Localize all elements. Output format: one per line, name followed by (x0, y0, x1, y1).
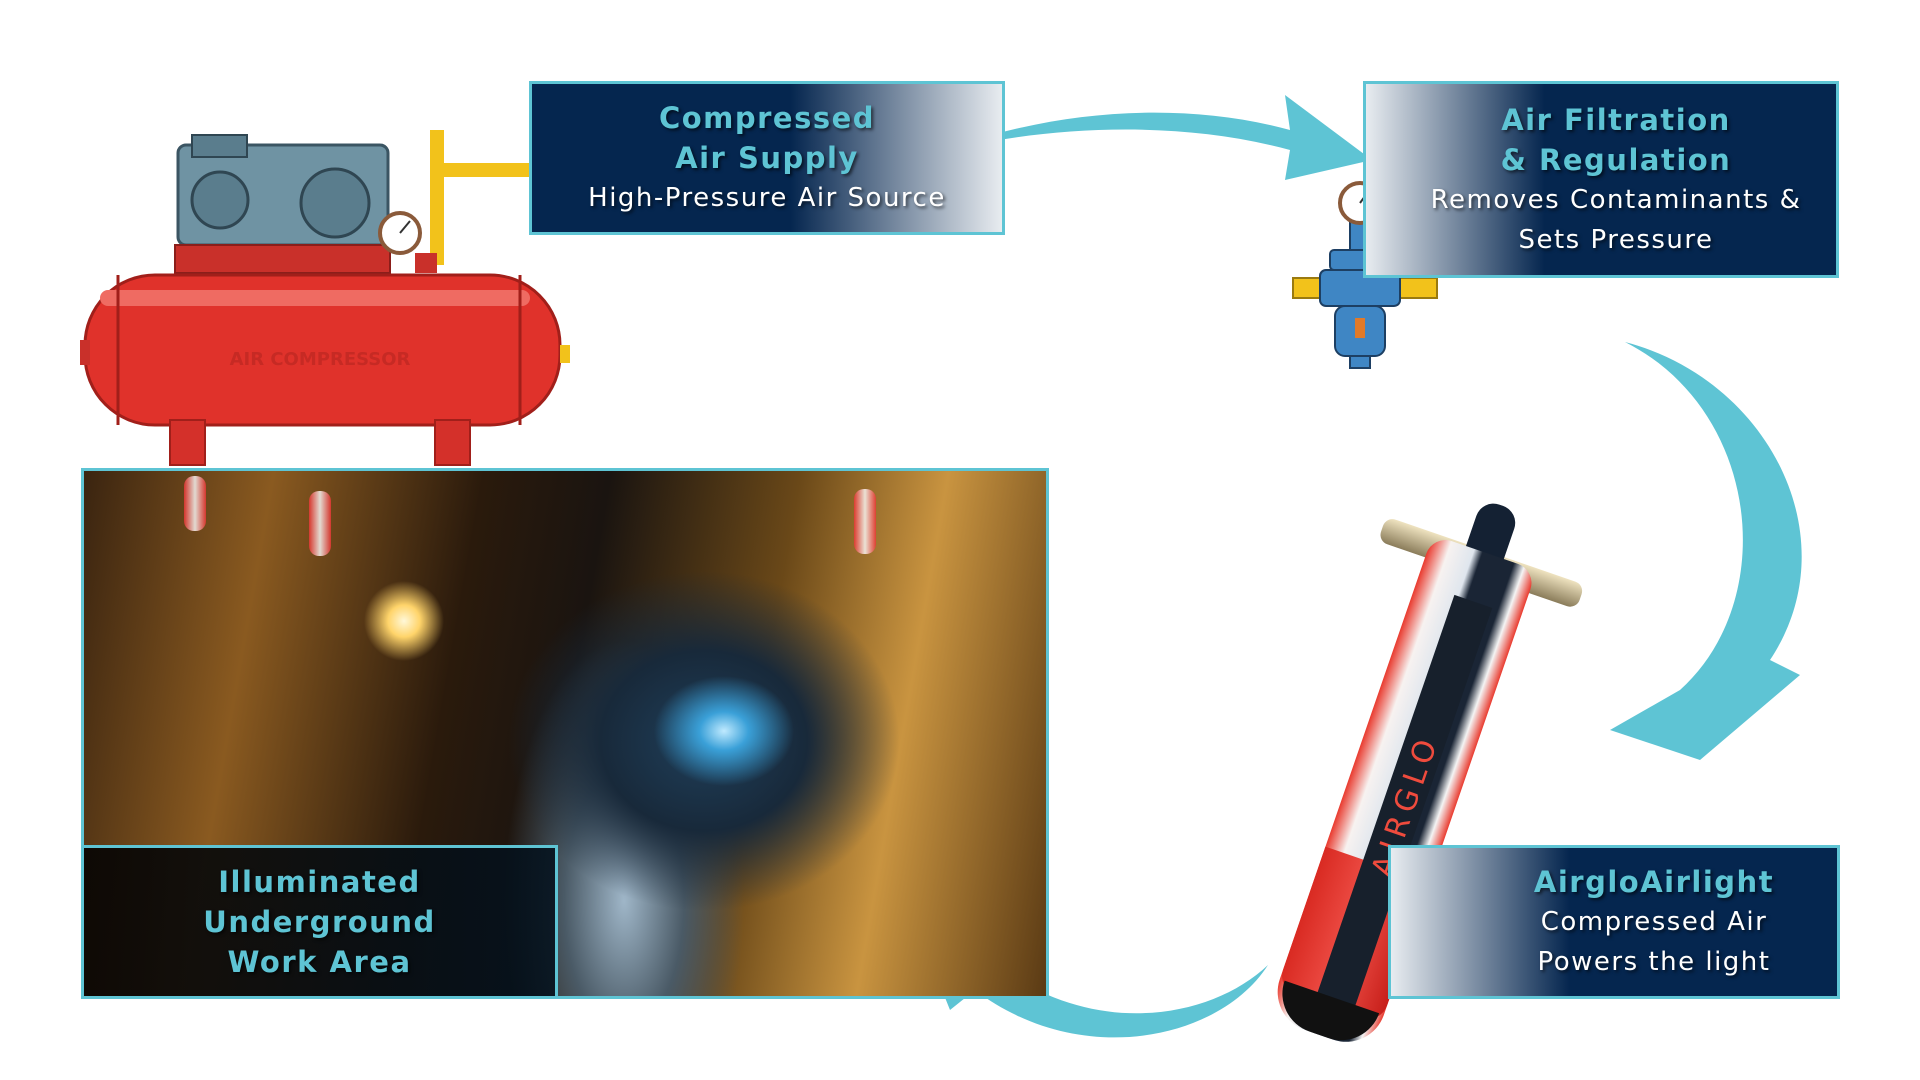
area-title-line1: Illuminated (218, 865, 421, 899)
supply-title-line2: Air Supply (675, 141, 859, 175)
filter-title-line1: Air Filtration (1501, 102, 1731, 137)
airglo-title: AirgloAirlight (1533, 865, 1775, 899)
area-title-line2: Underground (203, 905, 436, 939)
airglo-light-hanging (854, 489, 876, 554)
supply-subtitle: High-Pressure Air Source (588, 183, 946, 213)
air-compressor-illustration: AIR COMPRESSOR (80, 130, 570, 466)
tank-label: AIR COMPRESSOR (230, 349, 411, 370)
arrow-supply-to-filter (940, 95, 1372, 180)
airglo-subtitle-line2: Powers the light (1537, 947, 1771, 977)
supply-title-line1: Compressed (658, 101, 876, 135)
filter-subtitle-line2: Sets Pressure (1518, 224, 1714, 255)
airglo-airlight-panel: AirgloAirlight Compressed Air Powers the… (1388, 845, 1840, 999)
airglo-light-hanging (184, 476, 206, 531)
area-title-line3: Work Area (227, 945, 412, 979)
compressed-air-supply-panel: Compressed Air Supply High-Pressure Air … (529, 81, 1005, 235)
airglo-light-hanging (309, 491, 331, 556)
filter-title-line2: & Regulation (1500, 142, 1732, 177)
air-filtration-panel: Air Filtration & Regulation Removes Cont… (1363, 81, 1839, 278)
filter-regulator-illustration (1292, 181, 1438, 369)
arrow-filter-to-light (1610, 342, 1802, 760)
airglo-subtitle-line1: Compressed Air (1540, 907, 1768, 937)
filter-subtitle-line1: Removes Contaminants & (1430, 184, 1802, 215)
work-area-panel: Illuminated Underground Work Area (81, 845, 558, 999)
